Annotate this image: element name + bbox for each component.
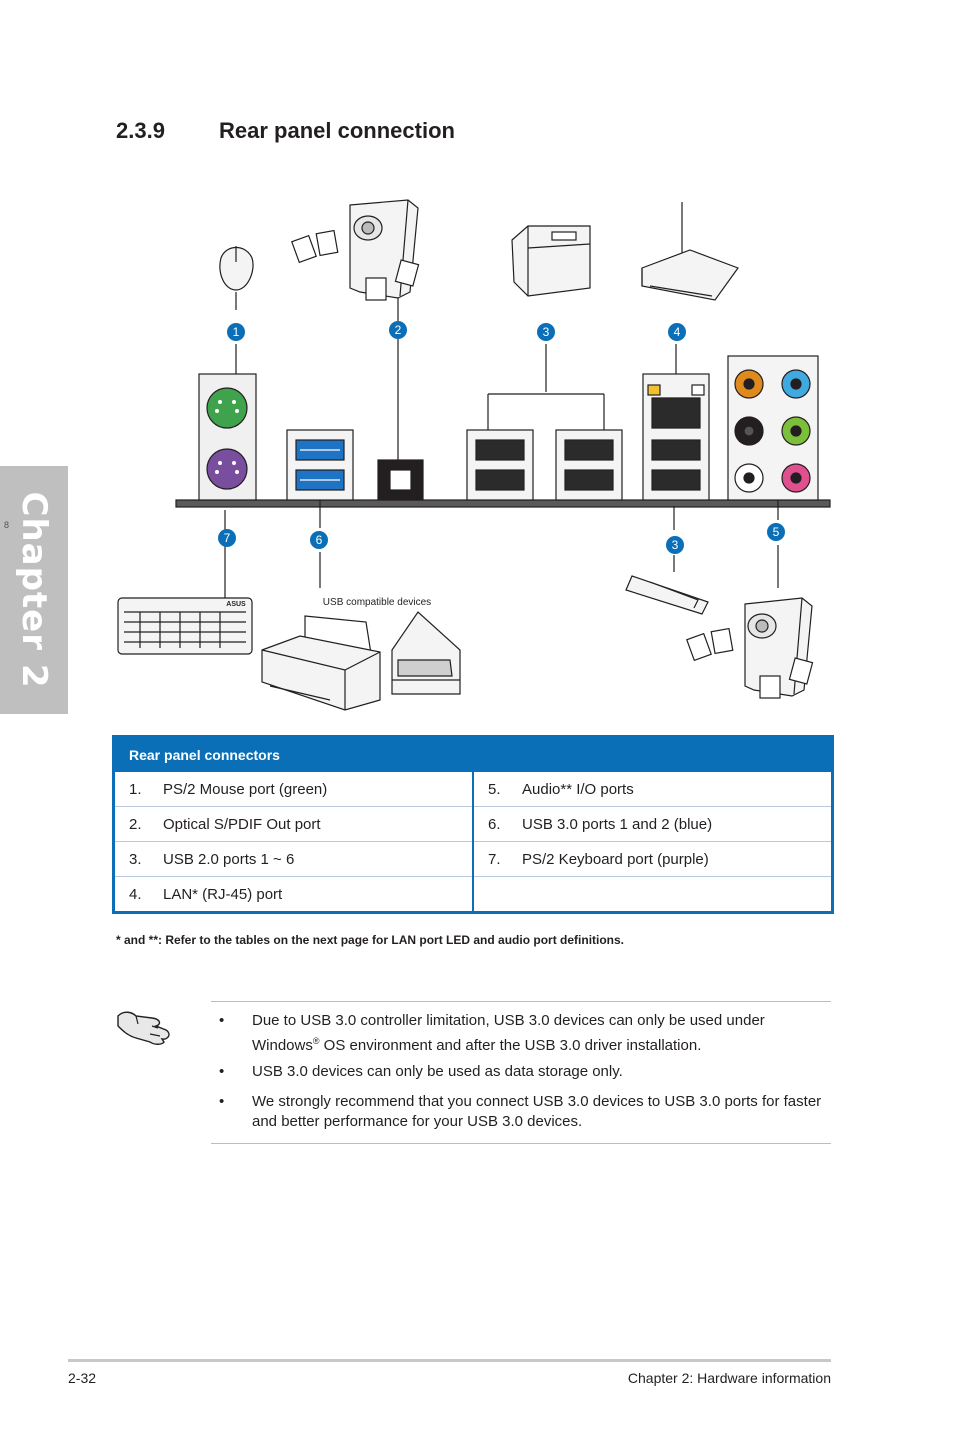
- table-header: Rear panel connectors: [113, 736, 833, 772]
- callout-2: 2: [389, 321, 407, 339]
- scanner-icon: [391, 611, 461, 695]
- callout-6: 6: [310, 531, 328, 549]
- chapter-tab-label: Chapter 2: [14, 491, 54, 689]
- callout-5: 5: [767, 523, 785, 541]
- svg-text:3: 3: [543, 325, 550, 339]
- page-number: 2-32: [68, 1370, 97, 1386]
- item-label: USB 2.0 ports 1 ~ 6: [163, 850, 295, 868]
- svg-text:6: 6: [316, 533, 323, 547]
- router-icon: [641, 202, 739, 301]
- callout-7: 7: [218, 529, 236, 547]
- callout-1: 1: [227, 323, 245, 341]
- svg-text:5: 5: [773, 525, 780, 539]
- note-item: • USB 3.0 devices can only be used as da…: [219, 1062, 831, 1082]
- bullet: •: [219, 1093, 225, 1110]
- item-label: Audio** I/O ports: [522, 780, 634, 798]
- item-label: LAN* (RJ-45) port: [163, 885, 283, 903]
- table-row: 2. Optical S/PDIF Out port 6. USB 3.0 port…: [113, 806, 833, 842]
- section-title: Rear panel connection: [219, 118, 455, 143]
- footer-rule: [68, 1359, 831, 1362]
- item-number: 2.: [129, 815, 142, 833]
- note-text: Due to USB 3.0 controller limitation, US…: [252, 1012, 765, 1054]
- usb-devices-label: USB compatible devices: [323, 597, 431, 608]
- callout-3-bottom: 3: [666, 536, 684, 554]
- bullet: •: [219, 1063, 225, 1080]
- speaker-system-icon: [686, 597, 814, 699]
- printer-icon: [261, 615, 381, 711]
- rear-panel-connectors-table: Rear panel connectors 1. PS/2 Mouse port …: [112, 735, 834, 914]
- item-label: PS/2 Keyboard port (purple): [522, 850, 709, 868]
- item-label: PS/2 Mouse port (green): [163, 780, 328, 798]
- note-item: • We strongly recommend that you connect…: [219, 1092, 831, 1132]
- svg-text:3: 3: [672, 538, 679, 552]
- section-number: 2.3.9: [116, 118, 165, 143]
- note-hand-icon: [117, 1011, 170, 1045]
- bullet: •: [219, 1012, 225, 1029]
- svg-text:7: 7: [224, 531, 231, 545]
- item-number: 7.: [488, 850, 501, 868]
- note-text: We strongly recommend that you connect U…: [252, 1093, 822, 1130]
- callout-4: 4: [668, 323, 686, 341]
- footer-chapter: Chapter 2: Hardware information: [627, 1370, 831, 1386]
- table-row: 1. PS/2 Mouse port (green) 5. Audio** I/O …: [113, 772, 833, 807]
- keyboard-brand-label: ASUS: [226, 601, 246, 608]
- svg-text:1: 1: [233, 325, 240, 339]
- item-number: 3.: [129, 850, 142, 868]
- footnote: * and **: Refer to the tables on the nex…: [116, 933, 625, 947]
- note-item: • Due to USB 3.0 controller limitation, …: [219, 1011, 831, 1056]
- mouse-icon: [219, 246, 254, 310]
- table-row: 4. LAN* (RJ-45) port: [113, 876, 833, 913]
- callout-3-top: 3: [537, 323, 555, 341]
- rear-panel-diagram: 1 2 3 4 7 6 3 5 USB compatible devices A…: [117, 199, 831, 711]
- note-text: OS environment and after the USB 3.0 dri…: [319, 1037, 702, 1054]
- note-box: • Due to USB 3.0 controller limitation, …: [211, 1001, 831, 1144]
- side-page-number: 8: [4, 520, 10, 530]
- keyboard-icon: [117, 597, 253, 655]
- svg-text:2: 2: [395, 323, 402, 337]
- usb-flash-drive-icon: [625, 575, 709, 615]
- item-number: 5.: [488, 780, 501, 798]
- item-number: 4.: [129, 885, 142, 903]
- item-number: 1.: [129, 780, 142, 798]
- note-text: USB 3.0 devices can only be used as data…: [252, 1063, 623, 1080]
- registered-mark: ®: [312, 1036, 320, 1046]
- item-label: USB 3.0 ports 1 and 2 (blue): [522, 815, 713, 833]
- item-number: 6.: [488, 815, 501, 833]
- table-row: 3. USB 2.0 ports 1 ~ 6 7. PS/2 Keyboard po…: [113, 841, 833, 877]
- printer-icon: [511, 225, 591, 297]
- item-label: Optical S/PDIF Out port: [163, 815, 321, 833]
- speaker-system-icon: [291, 199, 420, 460]
- svg-text:4: 4: [674, 325, 681, 339]
- chapter-side-tab: Chapter 2: [0, 466, 68, 714]
